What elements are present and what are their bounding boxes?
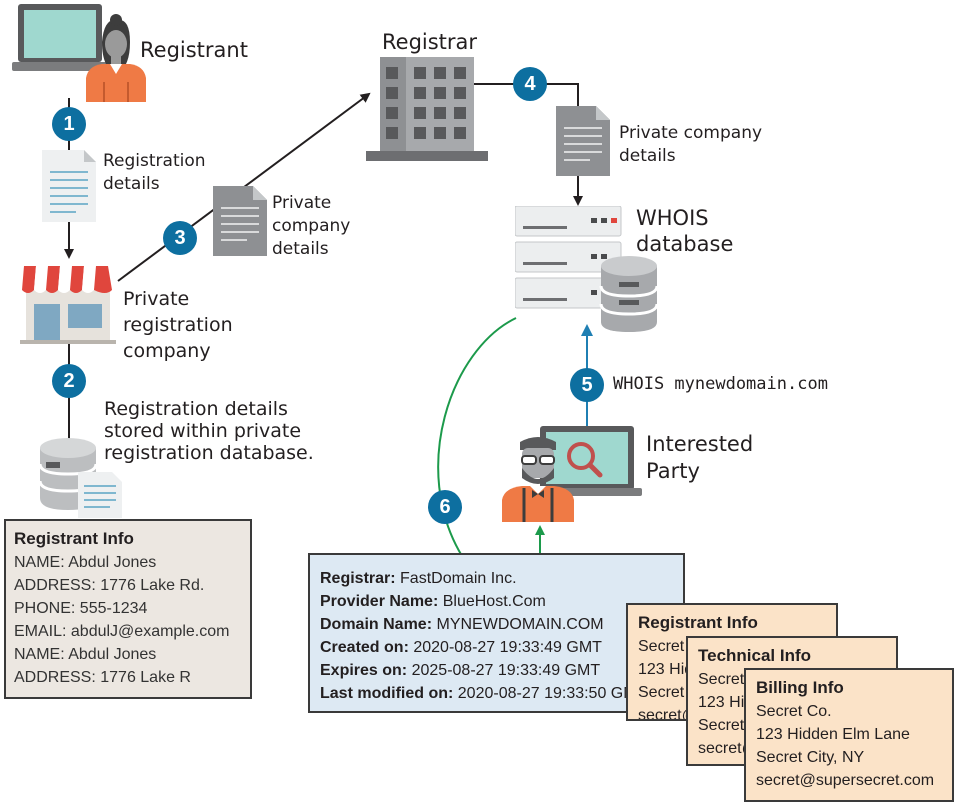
registration-details-document-icon bbox=[42, 150, 96, 222]
whois-record-row: Domain Name: MYNEWDOMAIN.COM bbox=[320, 613, 673, 636]
whois-database-label-line1: WHOIS bbox=[636, 206, 709, 230]
step-6-badge: 6 bbox=[428, 490, 462, 524]
whois-record-value: 2020-08-27 19:33:49 GMT bbox=[413, 639, 602, 656]
step-4-label-line2: details bbox=[619, 146, 676, 166]
whois-record-key: Created on: bbox=[320, 639, 409, 656]
registrant-info-card: Registrant Info NAME: Abdul Jones ADDRES… bbox=[4, 519, 252, 699]
registrant-person-icon bbox=[86, 14, 146, 102]
stored-details-label-line2: stored within private bbox=[104, 420, 302, 442]
contact-card-title: Technical Info bbox=[698, 646, 812, 665]
step-2-badge: 2 bbox=[52, 364, 86, 398]
whois-record-key: Last modified on: bbox=[320, 685, 454, 702]
registrant-info-title: Registrant Info bbox=[14, 529, 134, 548]
whois-record-value: FastDomain Inc. bbox=[400, 570, 517, 587]
registrant-info-line: EMAIL: abdulJ@example.com bbox=[14, 623, 230, 640]
registrant-info-line: ADDRESS: 1776 Lake Rd. bbox=[14, 577, 205, 594]
private-registration-company-label-line2: registration bbox=[123, 314, 233, 336]
private-company-details-document-icon bbox=[556, 106, 610, 176]
registrant-info-line: ADDRESS: 1776 Lake R bbox=[14, 669, 191, 686]
interested-party-person-icon bbox=[502, 437, 574, 522]
registrant-laptop-icon bbox=[12, 4, 108, 71]
contact-card-title: Registrant Info bbox=[638, 613, 758, 632]
step-4-badge: 4 bbox=[513, 67, 547, 101]
private-registration-company-store-icon bbox=[20, 266, 116, 344]
contact-card-line: 123 Hidden Elm Lane bbox=[756, 726, 910, 743]
stored-details-label-line3: registration database. bbox=[104, 442, 314, 464]
private-registration-database-icon bbox=[38, 438, 122, 518]
billing-contact-card: Billing Info Secret Co. 123 Hidden Elm L… bbox=[744, 668, 954, 802]
contact-card-line: Secret City, NY bbox=[756, 749, 865, 766]
registrant-label: Registrant bbox=[140, 38, 248, 62]
step-3-label-line2: company bbox=[272, 216, 351, 236]
step-5-badge: 5 bbox=[570, 368, 604, 402]
whois-record-row: Expires on: 2025-08-27 19:33:49 GMT bbox=[320, 659, 673, 682]
step-4-label-line1: Private company bbox=[619, 123, 763, 143]
whois-command-text: WHOIS mynewdomain.com bbox=[613, 374, 828, 394]
contact-card-line: secret@supersecret.com bbox=[756, 772, 935, 789]
whois-record-row: Provider Name: BlueHost.Com bbox=[320, 590, 673, 613]
whois-record-row: Last modified on: 2020-08-27 19:33:50 GM… bbox=[320, 682, 673, 705]
registrant-info-line: PHONE: 555-1234 bbox=[14, 600, 148, 617]
whois-record-value: 2020-08-27 19:33:50 GMT bbox=[457, 685, 647, 702]
interested-party-label-line1: Interested bbox=[646, 432, 754, 456]
whois-record-key: Provider Name: bbox=[320, 593, 439, 610]
whois-record-value: 2025-08-27 19:33:49 GMT bbox=[411, 662, 601, 679]
whois-database-label-line2: database bbox=[636, 232, 734, 256]
step-3-badge: 3 bbox=[163, 221, 197, 255]
registrar-building-icon bbox=[366, 57, 488, 161]
whois-record-row: Registrar: FastDomain Inc. bbox=[320, 567, 673, 590]
registration-details-label-line2: details bbox=[103, 174, 160, 194]
arrow-step-4 bbox=[474, 83, 579, 106]
whois-record-key: Registrar: bbox=[320, 570, 396, 587]
step-3-label-line3: details bbox=[272, 239, 329, 259]
step-1-badge: 1 bbox=[52, 107, 86, 141]
whois-record-value: BlueHost.Com bbox=[442, 593, 546, 610]
contact-card-line: Secret Co. bbox=[756, 703, 832, 720]
private-company-details-document-icon bbox=[213, 186, 267, 256]
whois-record-row: Created on: 2020-08-27 19:33:49 GMT bbox=[320, 636, 673, 659]
step-3-label-line1: Private bbox=[272, 193, 332, 213]
whois-record-key: Expires on: bbox=[320, 662, 408, 679]
registrant-info-line: NAME: Abdul Jones bbox=[14, 646, 157, 663]
whois-record-card: Registrar: FastDomain Inc. Provider Name… bbox=[308, 553, 685, 713]
whois-database-server-icon bbox=[515, 206, 659, 332]
contact-card-title: Billing Info bbox=[756, 678, 844, 697]
registrar-label: Registrar bbox=[382, 30, 478, 54]
whois-record-key: Domain Name: bbox=[320, 616, 433, 633]
registration-details-label-line1: Registration bbox=[103, 151, 206, 171]
private-registration-company-label-line1: Private bbox=[123, 288, 190, 310]
interested-party-label-line2: Party bbox=[646, 459, 700, 483]
interested-party-laptop-icon bbox=[536, 426, 642, 496]
stored-details-label-line1: Registration details bbox=[104, 398, 288, 420]
whois-record-value: MYNEWDOMAIN.COM bbox=[436, 616, 604, 633]
registrant-info-line: NAME: Abdul Jones bbox=[14, 554, 157, 571]
private-registration-company-label-line3: company bbox=[123, 340, 211, 362]
